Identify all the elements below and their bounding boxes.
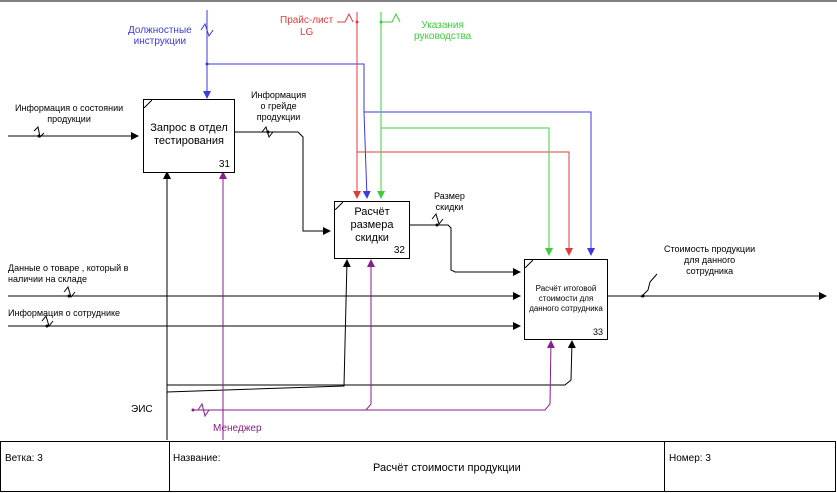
label-grade-info: Информация о грейде продукции bbox=[251, 90, 307, 122]
label-employee-info: Информация о сотруднике bbox=[8, 308, 121, 318]
label-discount-size: Размер скидки bbox=[434, 191, 465, 212]
footer-number-cell: Номер: 3 bbox=[665, 442, 835, 491]
box-32-title: Расчёт размера скидки bbox=[350, 206, 394, 244]
arrow-pricelist bbox=[337, 12, 573, 256]
box-33-title: Расчёт итоговой стоимости для данного со… bbox=[529, 284, 603, 313]
box-31-number: 31 bbox=[218, 159, 230, 170]
footer-name-label: Название: bbox=[173, 453, 221, 464]
box-corner-mark bbox=[144, 100, 152, 108]
activity-box-33[interactable]: Расчёт итоговой стоимости для данного со… bbox=[524, 259, 608, 340]
arrow-instructions bbox=[200, 10, 595, 256]
label-product-data: Данные о товаре , который в наличии на с… bbox=[8, 263, 129, 284]
box-31-title: Запрос в отдел тестирования bbox=[150, 122, 228, 147]
label-instructions: Должностные инструкции bbox=[128, 25, 192, 47]
label-manager: Менеджер bbox=[213, 423, 262, 434]
footer-name-cell: Название: Расчёт стоимости продукции bbox=[170, 442, 665, 491]
footer-branch-cell: Ветка: 3 bbox=[1, 442, 170, 491]
arrow-guidance bbox=[377, 12, 553, 256]
footer-name-value: Расчёт стоимости продукции bbox=[373, 462, 521, 474]
idef0-diagram bbox=[0, 0, 837, 440]
label-final-cost: Стоимость продукции для данного сотрудни… bbox=[664, 244, 756, 276]
arrow-eis bbox=[163, 171, 576, 440]
label-eis: ЭИС bbox=[131, 404, 153, 415]
arrow-product-state bbox=[8, 125, 139, 140]
label-product-state: Информация о состоянии продукции bbox=[15, 103, 124, 124]
box-33-number: 33 bbox=[592, 327, 603, 337]
box-32-number: 32 bbox=[393, 245, 405, 256]
label-guidance: Указания руководства bbox=[414, 20, 472, 42]
box-corner-mark bbox=[525, 260, 533, 268]
label-pricelist: Прайс-лист LG bbox=[280, 15, 334, 38]
arrow-manager bbox=[193, 171, 555, 440]
arrow-employee-info bbox=[8, 314, 521, 330]
activity-box-31[interactable]: Запрос в отдел тестирования 31 bbox=[143, 99, 235, 173]
diagram-footer: Ветка: 3 Название: Расчёт стоимости прод… bbox=[0, 441, 836, 492]
arrow-grade-info bbox=[234, 125, 331, 235]
box-corner-mark bbox=[335, 202, 343, 210]
arrow-dots bbox=[37, 20, 645, 412]
footer-number: Номер: 3 bbox=[669, 453, 711, 464]
arrow-final-cost bbox=[608, 273, 827, 300]
arrow-product-data bbox=[8, 285, 521, 300]
footer-branch: Ветка: 3 bbox=[5, 453, 43, 464]
arrow-discount-size bbox=[410, 212, 521, 276]
activity-box-32[interactable]: Расчёт размера скидки 32 bbox=[334, 201, 410, 259]
